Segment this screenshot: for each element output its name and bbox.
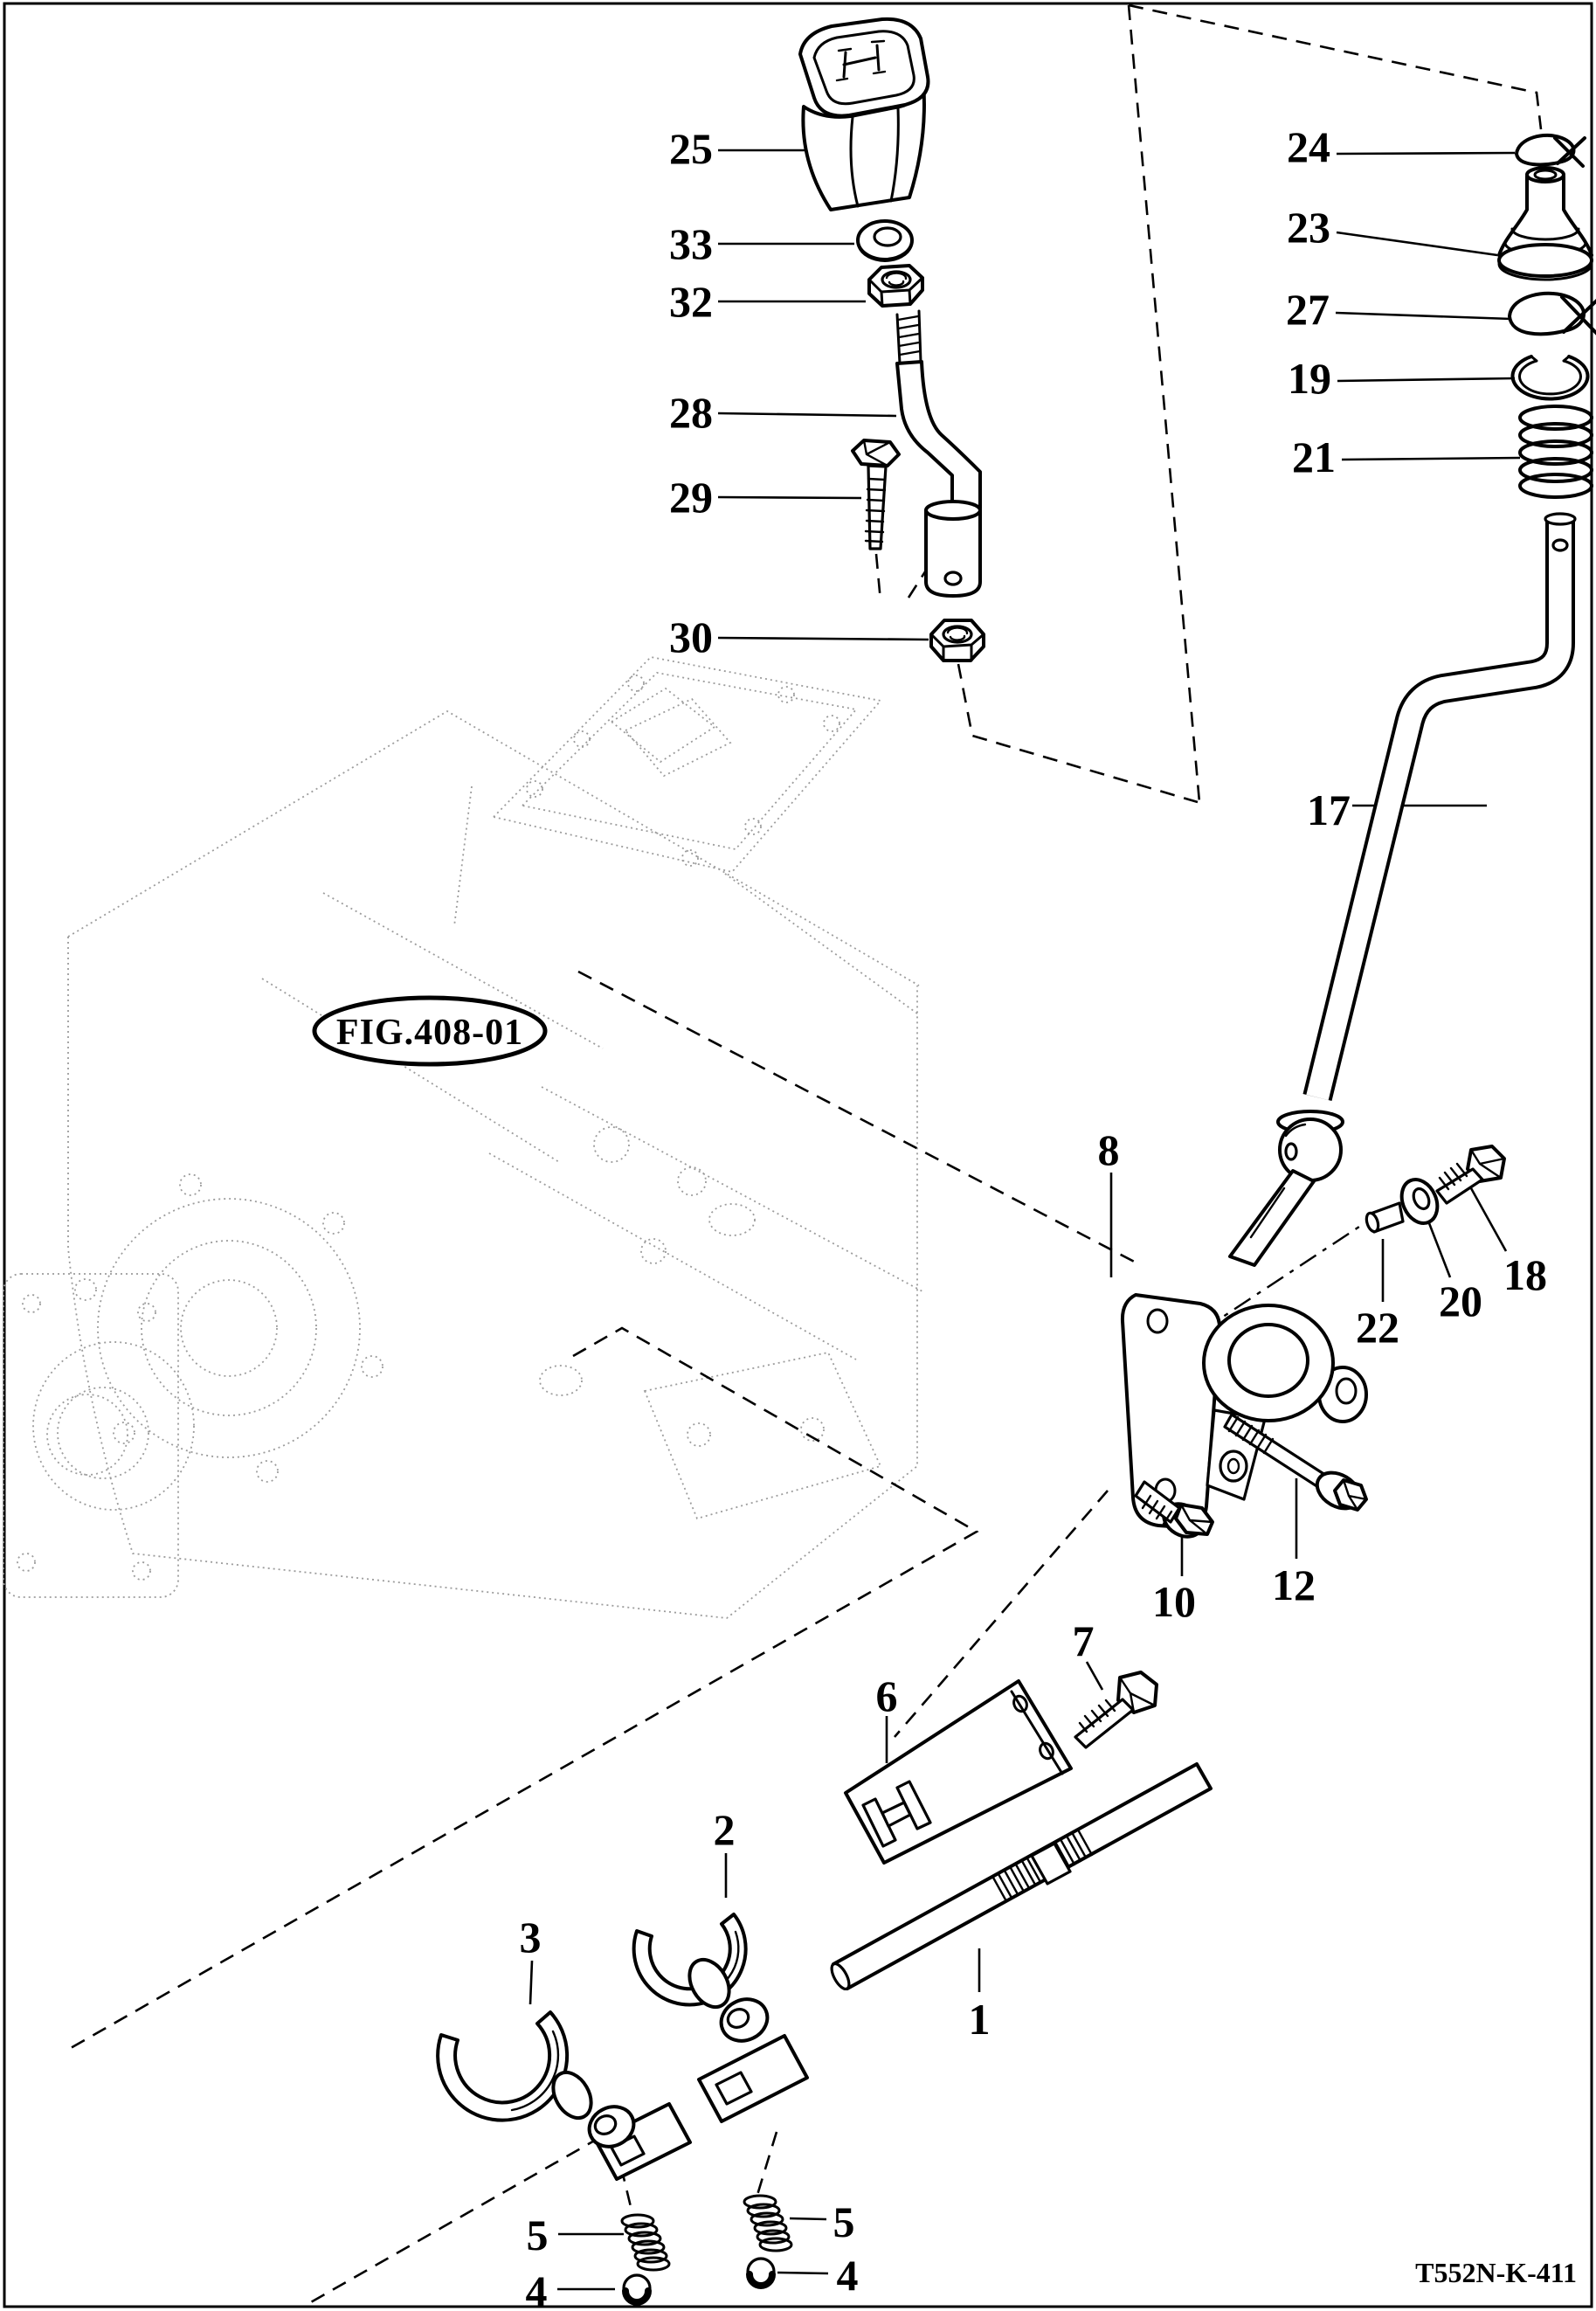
callout-4-left: 4 (526, 2266, 548, 2311)
callout-33: 33 (669, 219, 713, 268)
page-border (3, 2, 1593, 2308)
part-snap-ring-19 (1510, 355, 1590, 401)
callout-30: 30 (669, 612, 713, 661)
callout-28: 28 (669, 388, 713, 437)
callout-24: 24 (1287, 122, 1330, 171)
callout-32: 32 (669, 277, 713, 326)
part-clip-27 (1508, 291, 1596, 336)
part-shift-fork-2 (632, 1913, 809, 2123)
part-bolt-29 (851, 439, 901, 550)
callout-27: 27 (1286, 285, 1330, 334)
part-bolt-18 (1435, 1145, 1506, 1205)
callout-19: 19 (1288, 354, 1331, 403)
callout-25: 25 (669, 124, 713, 173)
part-detent-spring-left (620, 2213, 671, 2272)
callout-2: 2 (714, 1805, 736, 1854)
part-spring-21 (1518, 405, 1593, 499)
callout-4-right: 4 (837, 2251, 859, 2300)
callout-12: 12 (1272, 1560, 1316, 1609)
callout-labels: 25 33 32 28 29 30 24 23 27 19 21 17 8 22… (520, 122, 1548, 2311)
part-washer-33 (856, 219, 914, 262)
doc-code: T552N-K-411 (1415, 2257, 1577, 2288)
part-nut-32 (867, 264, 924, 308)
callout-21: 21 (1292, 432, 1336, 481)
part-bracket-8 (1120, 1293, 1368, 1530)
part-boot-23 (1497, 166, 1593, 281)
callout-3: 3 (520, 1913, 542, 1962)
part-shift-arm-28 (895, 309, 982, 598)
part-bolt-7 (1074, 1671, 1158, 1749)
part-shift-fork-3 (436, 2010, 692, 2181)
transmission-case-ghost (3, 656, 923, 1619)
part-detent-spring-right (743, 2194, 793, 2252)
figure-reference-ellipse (312, 995, 548, 1067)
part-detent-ball-left (622, 2273, 652, 2306)
callout-17: 17 (1307, 785, 1351, 834)
part-selector-plate-6 (844, 1679, 1073, 1865)
assembly-dashed-lines (64, 3, 1543, 2305)
callout-23: 23 (1287, 203, 1330, 252)
callout-29: 29 (669, 473, 713, 522)
callout-7: 7 (1073, 1616, 1095, 1665)
part-bolt-10 (1134, 1480, 1214, 1539)
part-pin-22 (1365, 1201, 1405, 1234)
callout-6: 6 (876, 1671, 898, 1720)
part-washer-20 (1399, 1178, 1440, 1225)
callout-1: 1 (969, 1995, 991, 2044)
callout-10: 10 (1152, 1577, 1196, 1626)
figure-label: FIG.408-01 (336, 1013, 523, 1053)
callout-18: 18 (1503, 1250, 1547, 1299)
shift-gate-cutout (861, 1780, 932, 1848)
part-shift-lever-17 (1228, 512, 1577, 1267)
callout-leader-lines (529, 149, 1521, 2291)
callout-5-left: 5 (527, 2211, 549, 2259)
callout-5-right: 5 (833, 2197, 855, 2246)
figure-reference: FIG.408-01 (312, 995, 548, 1067)
part-detent-ball-right (746, 2257, 776, 2289)
callout-22: 22 (1356, 1303, 1399, 1352)
part-shift-rail-1 (830, 1762, 1213, 1990)
part-clip-24 (1515, 133, 1586, 168)
shift-pattern-icon (835, 39, 887, 82)
callout-20: 20 (1439, 1277, 1482, 1325)
part-nut-30 (929, 619, 985, 662)
callout-8: 8 (1098, 1125, 1120, 1174)
part-bolt-12 (1223, 1413, 1368, 1512)
part-shift-knob (798, 17, 930, 211)
